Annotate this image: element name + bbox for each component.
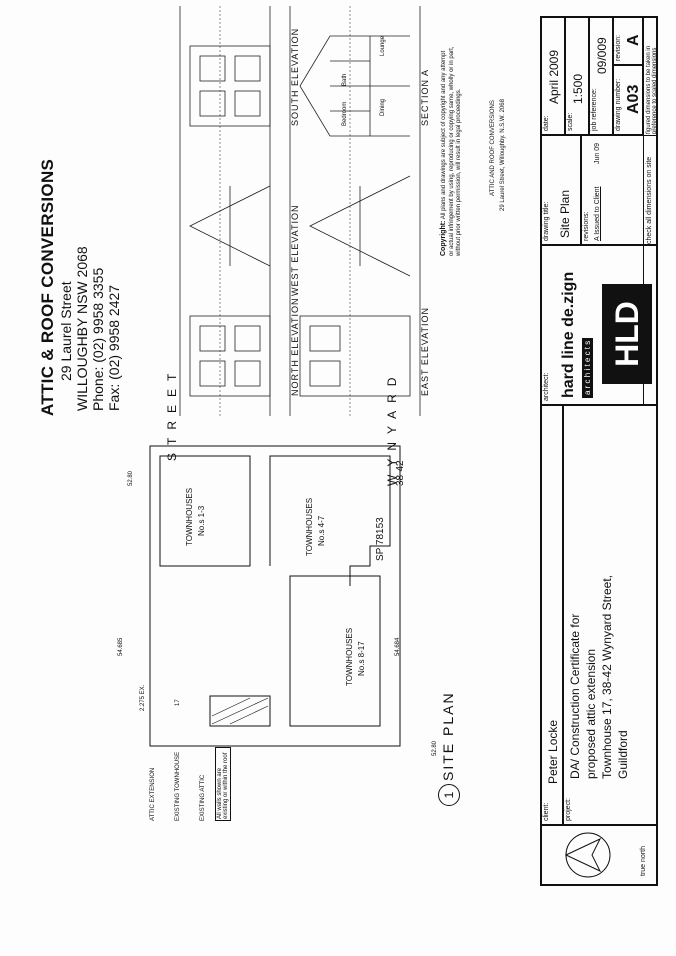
hld-logo-text: HLD	[609, 301, 645, 367]
revision-row-date: Jun 09	[594, 142, 601, 164]
project-caption: project:	[565, 798, 572, 821]
east-elevation-label: EAST ELEVATION	[420, 306, 430, 396]
company-suburb: WILLOUGHBY NSW 2068	[74, 246, 90, 411]
dimension-top: 52.80	[128, 470, 134, 486]
townhouses-4-7-label: TOWNHOUSES	[305, 497, 314, 556]
strata-plan-number: SP 78153	[375, 517, 386, 561]
note-existing-townhouse: EXISTING TOWNHOUSE	[175, 751, 181, 821]
room-label: Bedroom	[342, 101, 348, 126]
room-label: Dining	[380, 98, 386, 116]
copyright-owner: ATTIC AND ROOF CONVERSIONS	[490, 100, 496, 196]
project-cell: project: DA/ Construction Certificate fo…	[563, 405, 657, 825]
dimension-extension: 2.275 EX.	[140, 684, 146, 711]
dimension-left-bottom: 54.684	[395, 637, 401, 656]
scale-cell: scale: 1:500	[565, 17, 589, 135]
job-cell: job reference: 09/009	[589, 17, 613, 135]
architect-name: hard line de.zign	[560, 271, 577, 398]
architect-caption: architect:	[543, 372, 550, 401]
project-line-3: Townhouse 17, 38-42 Wynyard Street,	[600, 574, 614, 779]
company-phone: Phone: (02) 9958 3355	[90, 267, 106, 411]
north-arrow-icon	[564, 832, 611, 878]
dimension-bottom: 52.80	[432, 740, 438, 756]
townhouses-8-17-label: TOWNHOUSES	[345, 627, 354, 686]
footer-left-note: check all dimensions on site	[646, 156, 653, 244]
drawing-number-cell: drawing number: A03	[613, 65, 643, 135]
revision-value: A	[625, 34, 642, 46]
architect-cell: architect: hard line de.zign a r c h i t…	[541, 245, 657, 405]
north-arrow-cell: true north	[541, 825, 657, 885]
company-name: ATTIC & ROOF CONVERSIONS	[38, 158, 57, 416]
true-north-label: true north	[640, 846, 647, 876]
north-elevation-label: NORTH ELEVATION	[290, 297, 300, 396]
drawing-number-caption: drawing number:	[615, 78, 622, 131]
scale-caption: scale:	[567, 112, 574, 131]
townhouses-1-3-numbers: No.s 1-3	[197, 505, 206, 536]
footer-right-note: figured dimensions to be taken in prefer…	[646, 45, 658, 134]
townhouses-4-7-numbers: No.s 4-7	[317, 515, 326, 546]
company-street: 29 Laurel Street	[58, 281, 74, 381]
date-value: April 2009	[547, 49, 561, 104]
drawing-number-value: A03	[625, 84, 642, 114]
drawing-title-value: Site Plan	[558, 189, 572, 238]
revision-cell: revision: A	[613, 17, 643, 65]
note-existing-attic: EXISTING ATTIC	[200, 774, 206, 821]
dimension-left-top: 54.685	[118, 637, 124, 656]
job-caption: job reference:	[591, 88, 598, 131]
section-a-label: SECTION A	[420, 68, 430, 126]
elevations-drawing	[179, 6, 421, 416]
revision-row: A Issued to Client	[594, 186, 601, 241]
revision-caption: revision:	[615, 34, 622, 61]
drawing-title-caption: drawing title:	[543, 201, 550, 241]
west-elevation-label: WEST ELEVATION	[290, 204, 300, 296]
townhouses-8-17-numbers: No.s 8-17	[357, 641, 366, 676]
company-fax: Fax: (02) 9958 2427	[106, 284, 122, 411]
title-block: true north client: Peter Locke project: …	[540, 16, 658, 886]
date-caption: date:	[543, 115, 550, 131]
copyright-owner-address: 29 Laurel Street, Willoughby. N.S.W. 206…	[500, 99, 506, 211]
townhouses-1-3-label: TOWNHOUSES	[185, 487, 194, 546]
note-attic-extension: ATTIC EXTENSION	[150, 767, 156, 821]
drawing-title-cell: drawing title: Site Plan	[541, 135, 581, 245]
architect-subtitle: a r c h i t e c t s	[582, 337, 593, 398]
room-label: Lounge	[380, 35, 386, 56]
copyright-heading: Copyright:	[440, 220, 447, 256]
client-cell: client: Peter Locke	[541, 405, 563, 825]
street-label: STREET	[165, 365, 179, 461]
date-cell: date: April 2009	[541, 17, 565, 135]
project-line-1: DA/ Construction Certificate for	[568, 613, 582, 779]
project-line-4: Guildford	[616, 730, 630, 779]
scale-value: 1:500	[571, 73, 585, 104]
site-plan-number-text: 1	[442, 791, 456, 799]
note-walls: All walls shown are existing or within t…	[215, 747, 231, 821]
footer-cell: check all dimensions on site figured dim…	[643, 17, 658, 405]
client-name: Peter Locke	[546, 719, 560, 784]
room-label: Bath	[342, 73, 348, 86]
project-line-2: proposed attic extension	[584, 648, 598, 779]
job-value: 09/009	[595, 37, 609, 74]
copyright-notice: Copyright: All plans and drawings are su…	[440, 46, 464, 256]
client-caption: client:	[543, 802, 550, 821]
site-plan-title: SITE PLAN	[440, 691, 456, 781]
south-elevation-label: SOUTH ELEVATION	[290, 27, 300, 126]
site-plan-drawing	[149, 445, 401, 747]
unit-number: 17	[175, 699, 181, 706]
site-plan-number: 1	[438, 784, 460, 806]
revisions-caption: revisions:	[583, 211, 590, 241]
wynyard-label: WYNYARD	[385, 369, 399, 486]
